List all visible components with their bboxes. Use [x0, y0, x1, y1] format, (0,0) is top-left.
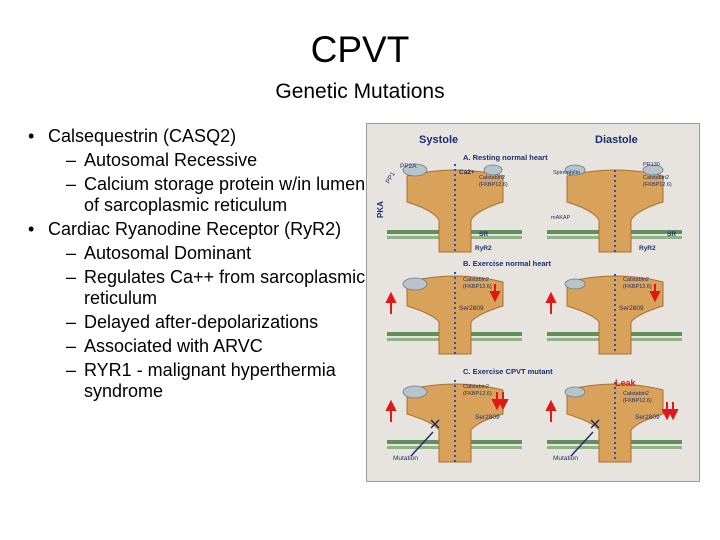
ryr2-diagram: Systole Diastole A. Resting normal heart…: [376, 134, 682, 463]
sub-bullet-item: Autosomal Dominant: [26, 243, 366, 264]
mutation-label-right: Mutation: [553, 455, 578, 462]
sub-bullet-item: Regulates Ca++ from sarcoplasmic reticul…: [26, 267, 366, 309]
panel-c-label: C. Exercise CPVT mutant: [463, 367, 553, 376]
calstabin-label-b3: Calstabin2: [623, 277, 649, 283]
ryr2-label-left: RyR2: [475, 245, 492, 252]
calstabin-label-b2: (FKBP12.6): [463, 284, 492, 290]
diastole-header: Diastole: [595, 134, 638, 146]
ser-label-c-right: Ser2809: [635, 414, 660, 421]
ryr2-channels: [406, 169, 664, 463]
calstabin-label-a2: (FKBP12.6): [479, 182, 508, 188]
sr-label-left: SR: [479, 231, 488, 238]
pp2a-label: PP2A: [400, 163, 417, 170]
bullet-list: Calsequestrin (CASQ2) Autosomal Recessiv…: [26, 124, 366, 405]
calcium-channel-columns: [454, 164, 616, 462]
calstabin-label-b1: Calstabin2: [463, 277, 489, 283]
panel-a-label: A. Resting normal heart: [463, 153, 548, 162]
calstabin-label-a1: Calstabin2: [479, 175, 505, 181]
calstabin-label-c4: (FKBP12.6): [623, 398, 652, 404]
slide-title: CPVT: [310, 29, 410, 70]
calstabin-label-c1: Calstabin2: [463, 384, 489, 390]
ser-label-b-right: Ser2809: [619, 305, 644, 312]
panel-b-label: B. Exercise normal heart: [463, 259, 551, 268]
ser-label-b-left: Ser2809: [459, 305, 484, 312]
pka-label: PKA: [376, 201, 385, 218]
ryr2-diagram-figure: Systole Diastole A. Resting normal heart…: [366, 123, 700, 482]
sub-bullet-item: Calcium storage protein w/in lumen of sa…: [26, 174, 366, 216]
ryr2-label-right: RyR2: [639, 245, 656, 252]
accessory-proteins: [402, 163, 664, 399]
mutation-marks: [410, 419, 600, 457]
bullet-item: Calsequestrin (CASQ2): [26, 126, 366, 147]
red-arrows: [385, 284, 679, 422]
spinophilin-label: Spinophilin: [553, 170, 580, 176]
calstabin-label-c2: (FKBP12.6): [463, 391, 492, 397]
pr130-label: PR130: [643, 162, 660, 168]
bullet-item: Cardiac Ryanodine Receptor (RyR2): [26, 219, 366, 240]
sub-bullet-item: Associated with ARVC: [26, 336, 366, 357]
sub-bullet-item: Delayed after-depolarizations: [26, 312, 366, 333]
sub-bullet-item: RYR1 - malignant hyperthermia syndrome: [26, 360, 366, 402]
leak-label: Leak: [615, 378, 637, 388]
calstabin-label-a3: Calstabin2: [643, 175, 669, 181]
ca2-label: Ca2+: [459, 169, 475, 176]
pp1-label: PP1: [385, 171, 397, 185]
mutation-label-left: Mutation: [393, 455, 418, 462]
sub-bullet-item: Autosomal Recessive: [26, 150, 366, 171]
calstabin-label-b4: (FKBP12.6): [623, 284, 652, 290]
systole-header: Systole: [419, 134, 458, 146]
slide-subtitle: Genetic Mutations: [275, 80, 445, 103]
makap-label: mAKAP: [551, 215, 571, 221]
sr-label-right: SR: [667, 231, 676, 238]
calstabin-label-a4: (FKBP12.6): [643, 182, 672, 188]
ser-label-c-left: Ser2809: [475, 414, 500, 421]
calstabin-label-c3: Calstabin2: [623, 391, 649, 397]
